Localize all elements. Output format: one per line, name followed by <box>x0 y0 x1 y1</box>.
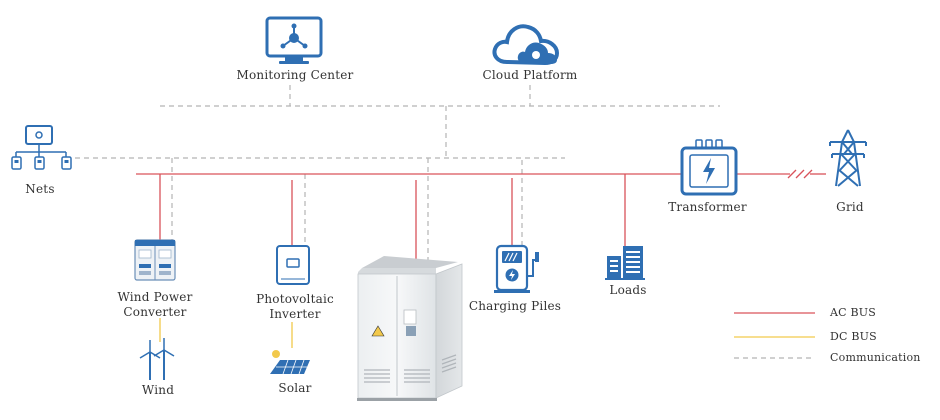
wind-converter-label-2: Converter <box>123 305 187 319</box>
transformer-icon <box>680 139 738 196</box>
wind-turbine-icon <box>139 338 175 380</box>
energy-storage-cabinet-icon <box>357 256 463 401</box>
charging-piles-label: Charging Piles <box>468 299 562 313</box>
cabinet-icon <box>134 239 176 281</box>
solar-label: Solar <box>278 381 312 395</box>
monitoring-center-label: Monitoring Center <box>236 68 354 82</box>
ac-bus-lines <box>136 173 826 262</box>
grid-label: Grid <box>836 200 864 214</box>
pv-inverter-label-1: Photovoltaic <box>256 292 334 306</box>
communication-lines <box>75 85 720 262</box>
transformer-label: Transformer <box>668 200 747 214</box>
loads-label: Loads <box>609 283 647 297</box>
line-break-marks <box>787 169 813 179</box>
dc-bus-lines <box>159 318 293 348</box>
legend-label-comm: Communication <box>830 351 921 364</box>
cloud-icon <box>492 24 560 66</box>
legend-swatches <box>734 312 815 359</box>
network-icon <box>11 125 72 170</box>
cloud-platform-label: Cloud Platform <box>482 68 578 82</box>
nets-label: Nets <box>25 182 55 196</box>
power-tower-icon <box>829 129 867 187</box>
legend-label-ac: AC BUS <box>830 306 876 319</box>
wind-label: Wind <box>141 383 175 397</box>
building-icon <box>605 246 645 280</box>
solar-panel-icon <box>270 350 310 375</box>
inverter-icon <box>276 245 310 285</box>
charging-pile-icon <box>494 244 539 293</box>
pv-inverter-label-2: Inverter <box>269 307 321 321</box>
wind-converter-label-1: Wind Power <box>117 290 193 304</box>
monitor-network-icon <box>265 16 323 64</box>
legend-label-dc: DC BUS <box>830 330 877 343</box>
